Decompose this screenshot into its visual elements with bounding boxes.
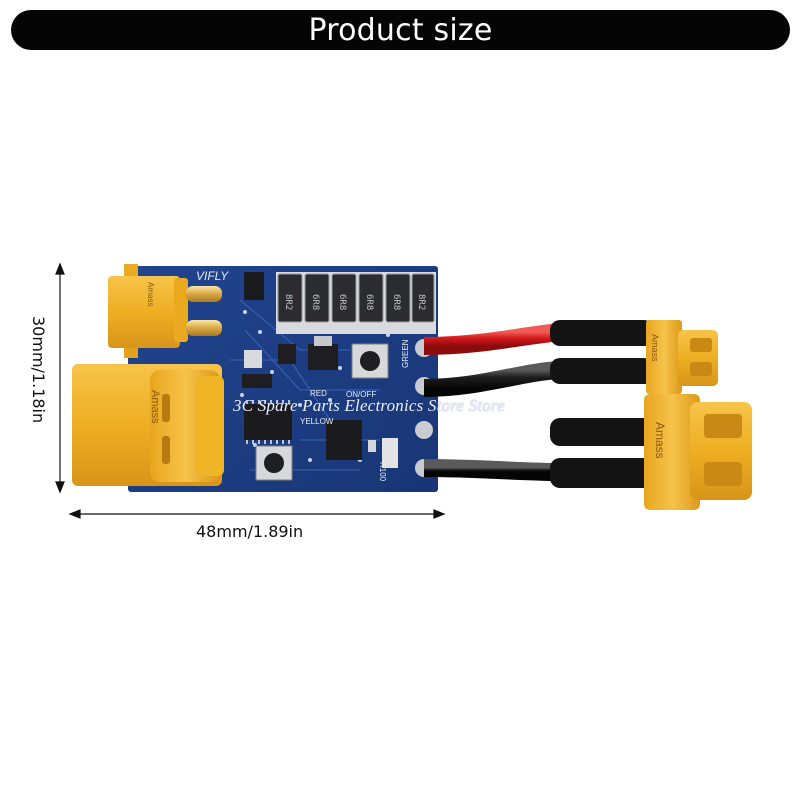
silkscreen-resistor: R100 [378,462,387,482]
xt60-input-connector: Amass [72,364,224,486]
title-banner: Product size [11,10,790,50]
inductor-label: 8R2 [416,294,426,310]
mode-button [255,445,293,481]
on-off-button [351,343,389,379]
xt30-brand: Amass [650,334,660,362]
inductor-label: 6R8 [310,294,320,310]
silkscreen-yellow: YELLOW [300,417,334,426]
inductor-label: 6R8 [337,294,347,310]
chip-main [244,400,292,444]
silkscreen-on-off: ON/OFF [346,390,376,399]
height-dimension-label: 30mm/1.18in [29,316,48,424]
silkscreen-red: RED [310,389,327,398]
regulator [308,344,338,370]
brand-silkscreen: VIFLY [196,269,229,283]
width-dimension-arrow [68,509,446,519]
silkscreen-green: GREEN [401,339,410,368]
xt30-input-brand: Amass [146,282,155,306]
xt30-input-connector: Amass [108,264,222,358]
output-wires [423,320,654,488]
chip-secondary [326,420,362,460]
store-watermark: 3C Spare Parts Electronics Store Store [233,396,505,415]
banner-title: Product size [308,12,493,48]
width-dimension-label: 48mm/1.89in [196,522,304,541]
inductor-label: 8R2 [283,294,293,310]
chip-small [244,272,264,300]
inductor-label: 6R8 [391,294,401,310]
height-dimension-arrow [55,262,65,494]
xt30-output-connector: Amass [646,320,718,394]
inductor-label: 6R8 [364,294,374,310]
xt60-input-brand: Amass [149,390,161,424]
inductor-bank: 8R2 6R8 6R8 6R8 6R8 8R2 [276,272,436,334]
xt60-brand: Amass [653,422,667,459]
xt60-output-connector: Amass [644,394,752,510]
